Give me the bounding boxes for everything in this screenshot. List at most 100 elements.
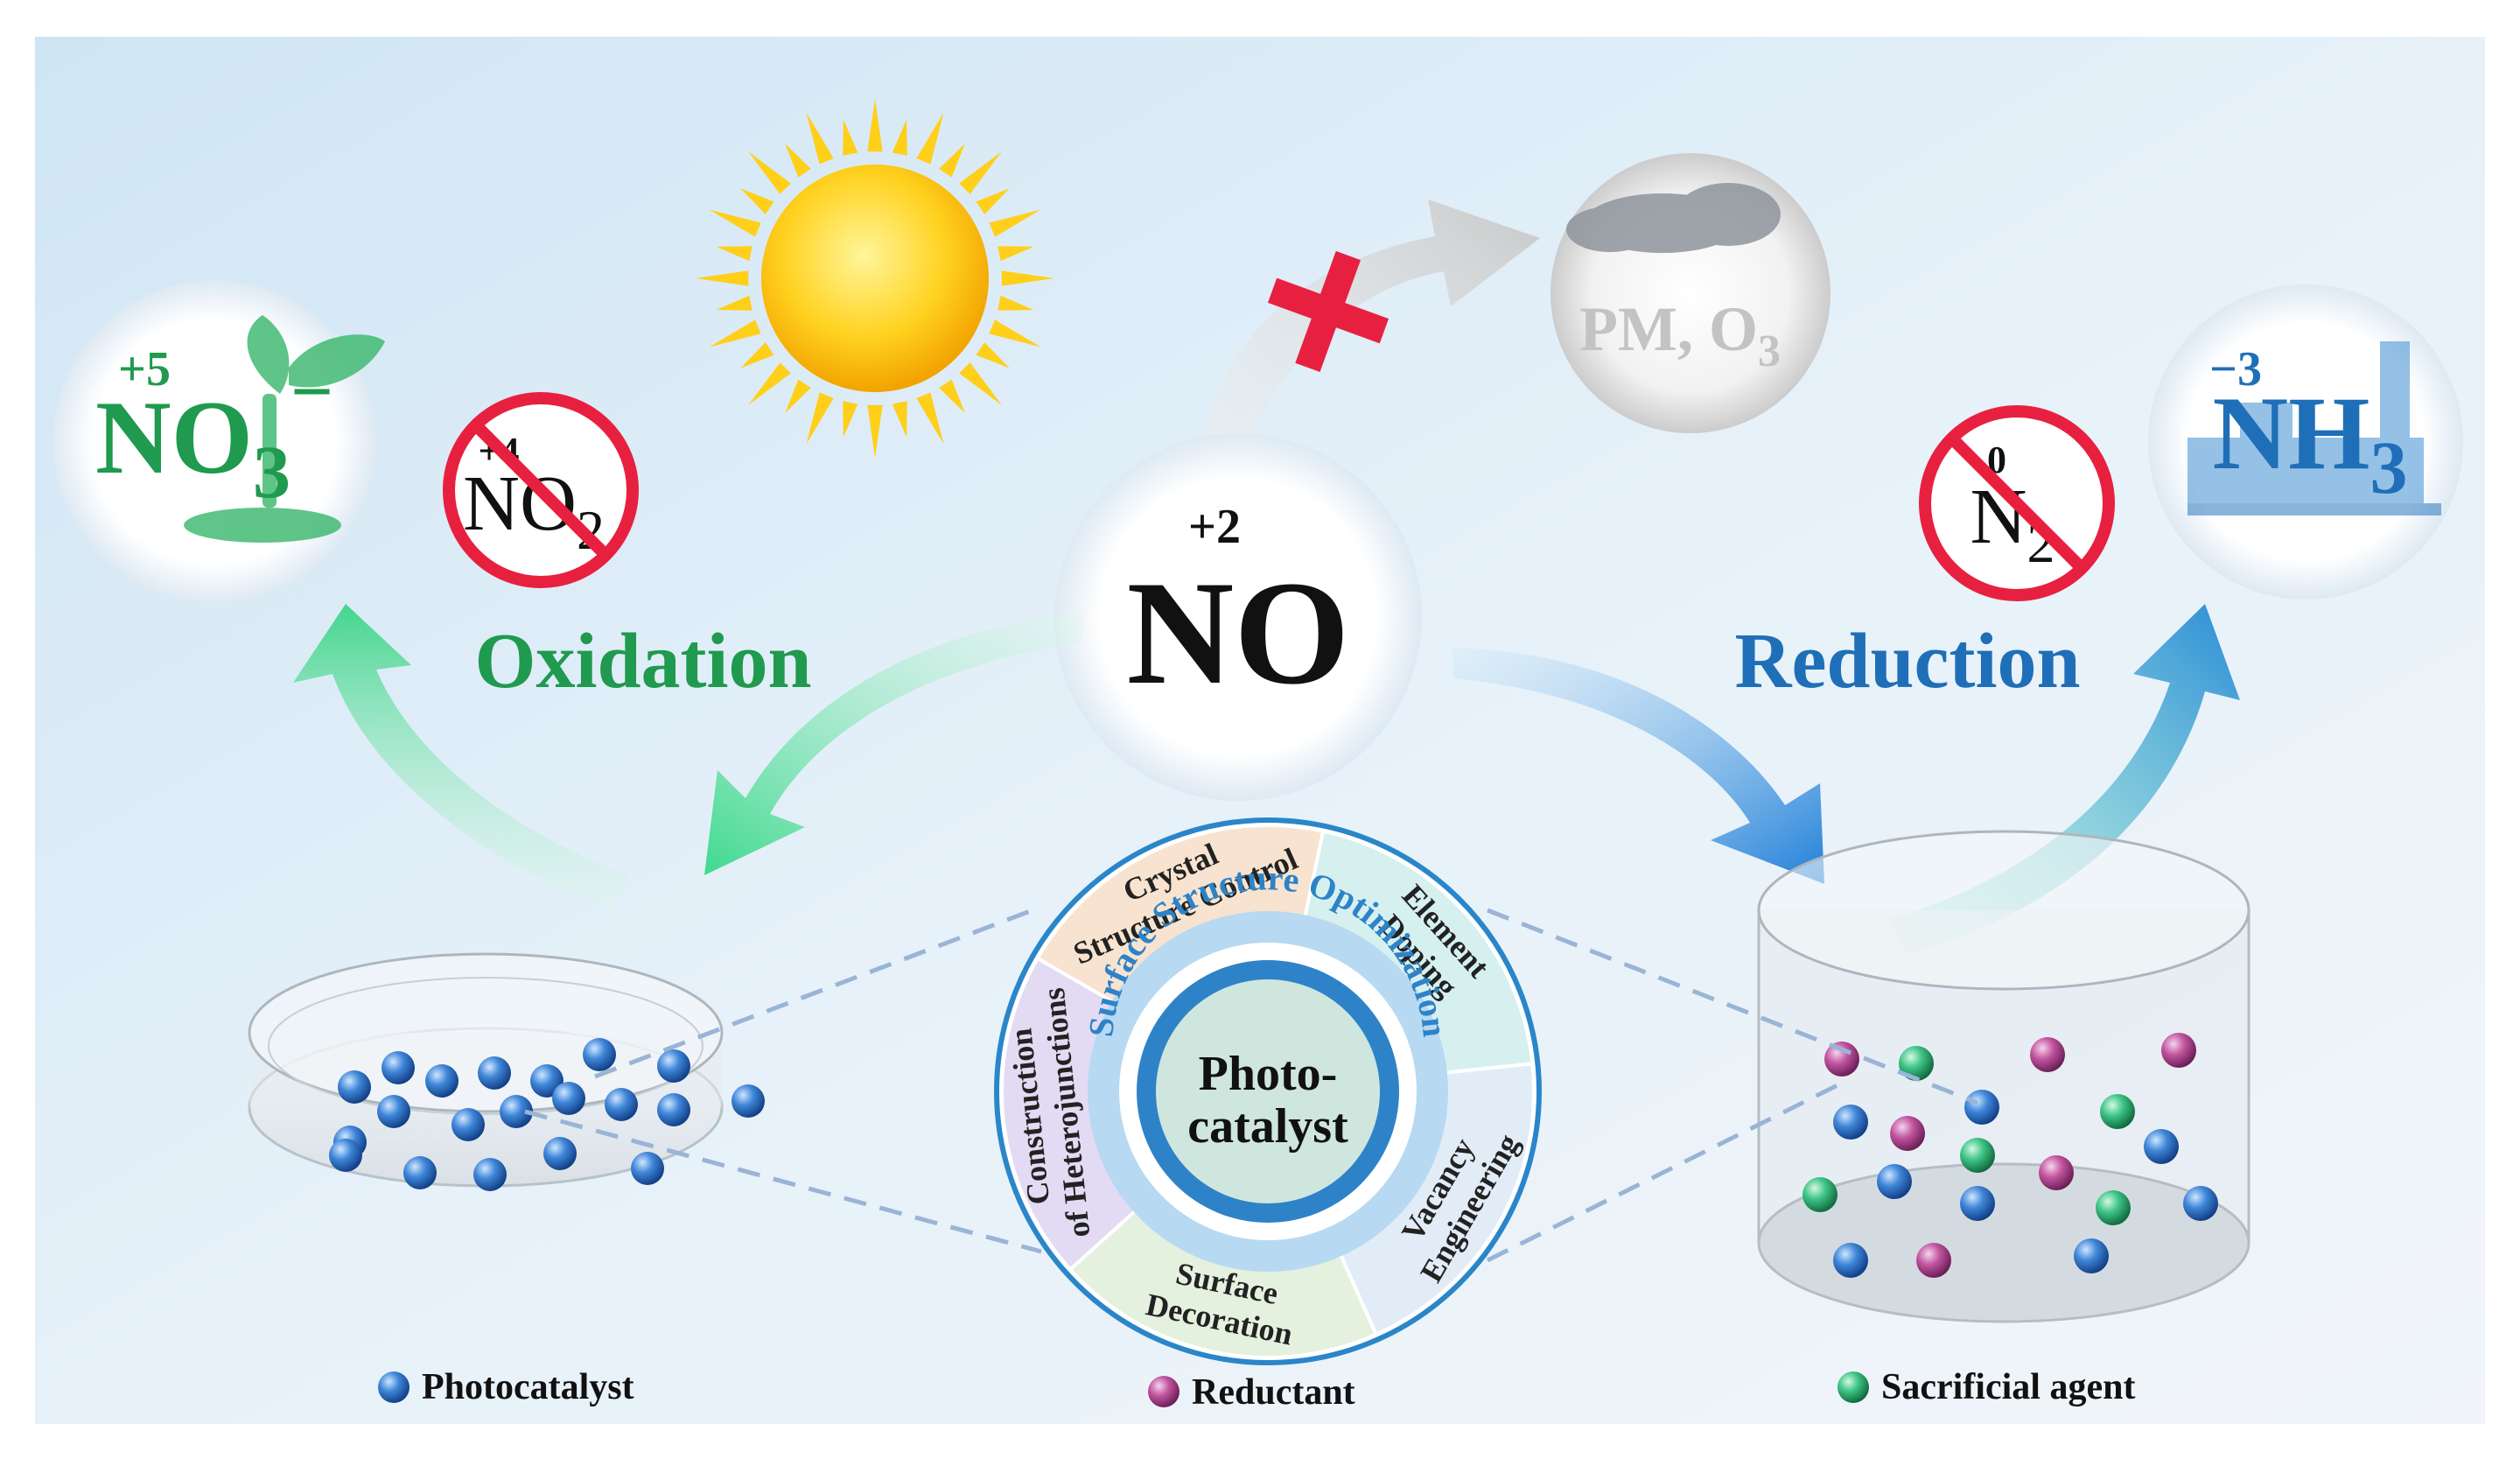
wheel-center-line1: Photo- xyxy=(1199,1047,1338,1101)
photocatalyst-particle xyxy=(382,1051,415,1084)
reductant-particle xyxy=(1916,1243,1951,1278)
photocatalyst-particle xyxy=(329,1139,362,1172)
reductant-particle xyxy=(1890,1116,1925,1151)
photocatalyst-particle xyxy=(631,1152,664,1185)
sun-ray xyxy=(989,319,1041,347)
no2-prohibited-sign: +4 NO2 xyxy=(443,392,639,588)
photocatalyst-particle xyxy=(403,1156,437,1189)
sprout-icon xyxy=(184,315,385,543)
legend-reductant: Reductant xyxy=(1192,1372,1355,1413)
nitrate-state: +5 xyxy=(118,342,171,396)
sun-icon xyxy=(696,99,1054,458)
photocatalyst-particle xyxy=(377,1095,410,1128)
sun-ray xyxy=(696,270,749,286)
sun-ray xyxy=(843,119,858,156)
sun-ray xyxy=(806,392,834,445)
sun-ray xyxy=(748,151,791,194)
photocatalyst-particle xyxy=(1964,1090,1999,1125)
petri-dish xyxy=(248,952,765,1191)
beaker xyxy=(1757,830,2250,1323)
sun-ray xyxy=(709,319,761,347)
sun-ray xyxy=(976,342,1010,368)
sacrificial-agent-particle xyxy=(2100,1094,2135,1129)
legend-sacrificial: Sacrificial agent xyxy=(1881,1367,2135,1407)
photocatalyst-particle xyxy=(1833,1243,1868,1278)
pm-o3-bubble: PM, O3 xyxy=(1550,153,1830,433)
sun-ray xyxy=(892,119,907,156)
factory-icon xyxy=(2188,341,2441,516)
beaker-particles xyxy=(1802,1033,2218,1278)
photocatalyst-particle xyxy=(1833,1105,1868,1140)
svg-text:catalyst: catalyst xyxy=(1187,1099,1348,1154)
photocatalyst-particle xyxy=(2183,1186,2218,1221)
sun-ray xyxy=(976,188,1010,214)
reductant-particle xyxy=(1824,1042,1859,1077)
photocatalyst-particle xyxy=(425,1064,458,1098)
photocatalyst-particle xyxy=(1960,1186,1995,1221)
oxidation-up-arrow xyxy=(293,604,630,910)
pm-o3-subscript: 3 xyxy=(1758,326,1781,376)
sacrificial-agent-particle xyxy=(1802,1177,1838,1212)
photocatalyst-particle xyxy=(452,1108,485,1141)
sun-ray xyxy=(998,295,1034,311)
sun-ray xyxy=(867,99,883,152)
sacrificial-agent-particle xyxy=(1960,1138,1995,1173)
wheel-center-line2: catalyst xyxy=(1187,1099,1348,1154)
photocatalyst-particle xyxy=(552,1082,585,1115)
sun-ray xyxy=(806,112,834,165)
photocatalyst-particle xyxy=(478,1056,511,1090)
sun-ray xyxy=(740,188,774,214)
photocatalyst-particle xyxy=(543,1137,577,1170)
reduction-down-arrow xyxy=(1452,648,1824,884)
sacrificial-agent-particle xyxy=(1899,1046,1934,1081)
photocatalyst-particle xyxy=(500,1095,533,1128)
sacrificial-agent-particle xyxy=(2096,1190,2131,1225)
reductant-particle xyxy=(2030,1037,2065,1072)
no-center-bubble: +2 NO xyxy=(1054,433,1422,801)
sun-ray xyxy=(748,362,791,405)
nitrate-charge: − xyxy=(290,349,333,433)
photocatalyst-particle xyxy=(2144,1129,2179,1164)
sun-disc xyxy=(761,165,989,392)
nitrate-bubble: +5 NO3− xyxy=(52,280,385,604)
oxidation-label: Oxidation xyxy=(474,618,811,705)
ammonia-sub: 3 xyxy=(2370,425,2408,509)
nitrate-sub: 3 xyxy=(253,430,290,514)
sun-ray xyxy=(892,401,907,438)
sun-ray xyxy=(716,295,752,311)
ammonia-formula: NH xyxy=(2213,375,2370,491)
no-oxidation-state: +2 xyxy=(1188,500,1241,554)
sun-ray xyxy=(916,392,944,445)
sun-ray xyxy=(785,144,811,178)
oxidation-down-arrow xyxy=(704,613,1085,875)
sun-ray xyxy=(916,112,944,165)
sun-ray xyxy=(709,209,761,237)
photocatalyst-particle xyxy=(657,1049,690,1083)
sun-ray xyxy=(998,246,1034,262)
sun-ray xyxy=(959,151,1002,194)
sun-ray xyxy=(959,362,1002,405)
photocatalyst-particle xyxy=(657,1093,690,1126)
photocatalyst-particle xyxy=(2074,1238,2109,1273)
sun-ray xyxy=(939,379,965,413)
photocatalyst-particle xyxy=(1877,1164,1912,1199)
svg-text:Photo-: Photo- xyxy=(1199,1047,1338,1101)
reduction-label: Reduction xyxy=(1734,618,2080,705)
photocatalyst-particle xyxy=(732,1084,765,1118)
photocatalyst-particle xyxy=(605,1088,638,1121)
ammonia-state: −3 xyxy=(2209,342,2262,396)
reductant-particle xyxy=(2161,1033,2196,1068)
legend: Photocatalyst Reductant Sacrificial agen… xyxy=(378,1367,2135,1413)
cloud-icon xyxy=(1566,183,1781,253)
svg-text:NH3: NH3 xyxy=(2213,375,2408,509)
svg-text:PM, O3: PM, O3 xyxy=(1579,294,1781,376)
sun-ray xyxy=(939,144,965,178)
photocatalyst-particle xyxy=(473,1158,507,1191)
zoom-lines xyxy=(524,908,1978,1263)
sun-ray xyxy=(843,401,858,438)
sun-ray xyxy=(989,209,1041,237)
sun-ray xyxy=(867,404,883,458)
photocatalyst-particle xyxy=(583,1038,616,1071)
